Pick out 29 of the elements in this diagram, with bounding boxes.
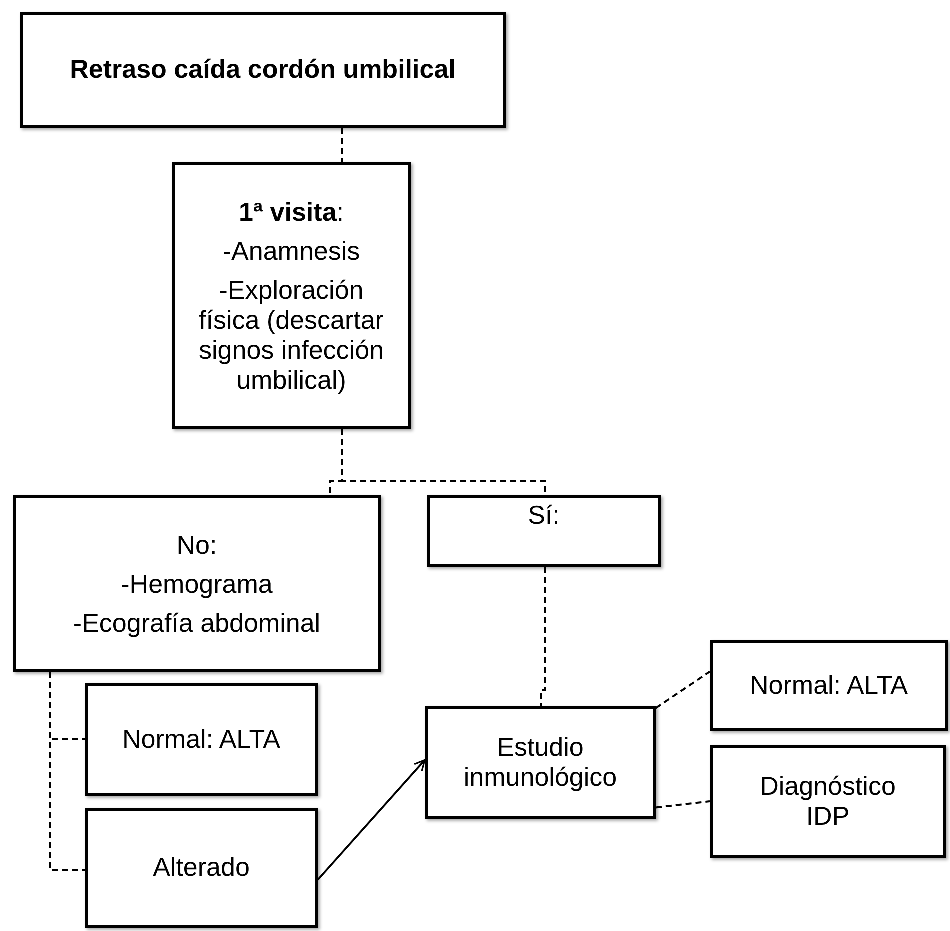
box-text: Estudio inmunológico — [462, 732, 618, 792]
process-box — [20, 12, 506, 128]
box-text: -Exploración física (descartar signos infección umbilical) — [198, 276, 385, 396]
connector-line — [655, 671, 711, 710]
arrow — [317, 759, 426, 881]
box-text: Normal: ALTA — [122, 724, 280, 754]
connector-line — [540, 567, 546, 706]
box-text: -Ecografía abdominal — [73, 608, 321, 639]
process-box — [710, 640, 948, 731]
connector-line — [49, 672, 85, 871]
box-text: No: — [176, 531, 218, 562]
box-text: Retraso caída cordón umbilical — [70, 55, 456, 85]
box-text: Sí: — [528, 501, 560, 531]
box-text: Alterado — [153, 853, 250, 883]
connector-line — [656, 800, 710, 809]
box-text: -Hemograma — [121, 570, 273, 600]
process-box — [85, 683, 318, 796]
connector-line — [341, 128, 343, 162]
process-box — [425, 706, 656, 819]
process-box — [710, 745, 946, 858]
box-text: -Anamnesis — [222, 237, 360, 268]
box-text: 1ª visita: — [238, 198, 344, 228]
process-box — [427, 495, 661, 567]
connector-line — [341, 429, 546, 495]
process-box — [85, 808, 318, 928]
box-text: Diagnóstico IDP — [759, 772, 897, 832]
process-box — [13, 495, 381, 672]
box-text: Normal: ALTA — [750, 670, 908, 700]
process-box — [172, 162, 411, 429]
